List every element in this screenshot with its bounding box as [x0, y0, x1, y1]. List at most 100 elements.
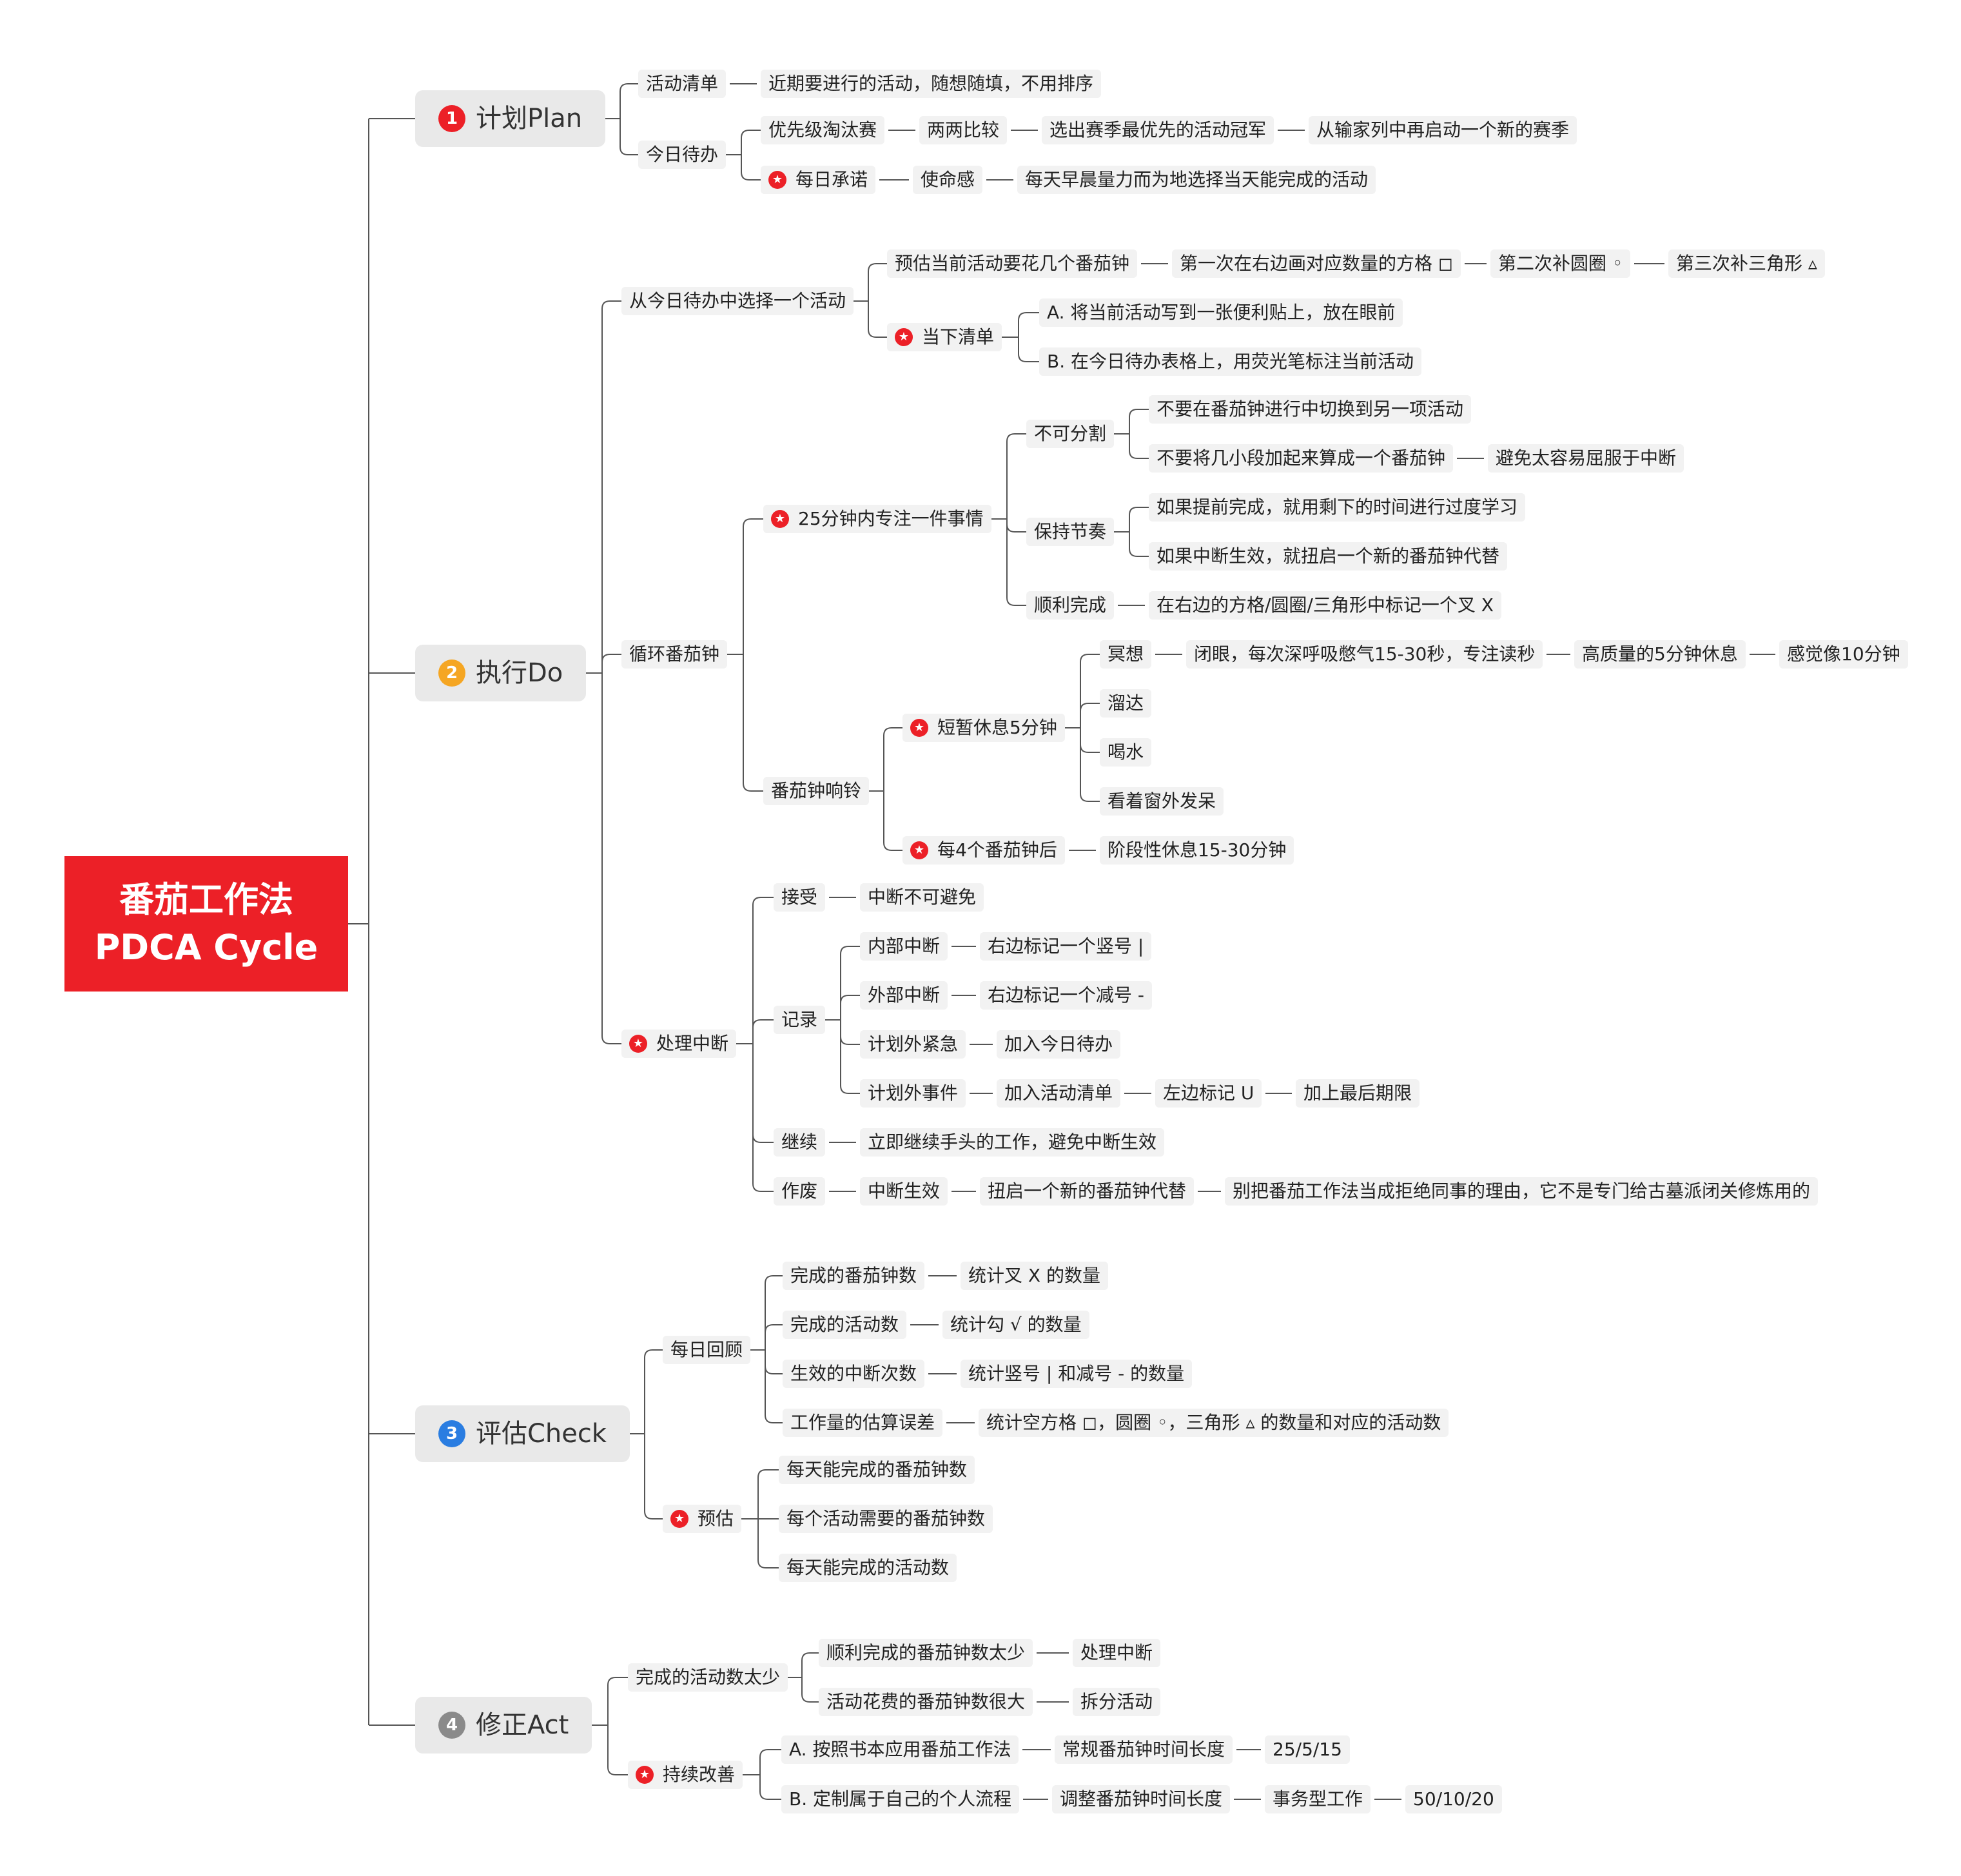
topic-too-few[interactable]: 完成的活动数太少 [628, 1663, 788, 1692]
topic-alarm[interactable]: 番茄钟响铃 [763, 777, 870, 805]
branch-act-label: 修正Act [476, 1710, 569, 1740]
topic-select-champion[interactable]: 选出赛季最优先的活动冠军 [1042, 116, 1274, 144]
branch-plan-label: 计划Plan [476, 104, 583, 133]
connector-line [752, 1019, 774, 1044]
topic-too-many[interactable]: 活动花费的番茄钟数很大 [819, 1688, 1033, 1716]
topic-handle-interrupt[interactable]: ★处理中断 [621, 1030, 737, 1058]
topic-continue[interactable]: 继续 [774, 1128, 826, 1157]
branch-plan[interactable]: 1 计划Plan [415, 90, 606, 147]
topic-daily-activities[interactable]: 每天能完成的活动数 [779, 1554, 957, 1582]
topic-custom[interactable]: B. 定制属于自己的个人流程 [781, 1785, 1020, 1813]
topic-add-todo[interactable]: 加入今日待办 [997, 1030, 1121, 1059]
topic-pomodoro-loop[interactable]: 循环番茄钟 [621, 640, 728, 669]
topic-daily-commitment[interactable]: ★每日承诺 [761, 166, 876, 194]
branch-do[interactable]: 2 执行Do [415, 645, 587, 701]
topic-meditate[interactable]: 冥想 [1100, 640, 1152, 669]
topic-void[interactable]: 作废 [774, 1177, 826, 1206]
topic-activity-list[interactable]: 活动清单 [638, 70, 727, 98]
topic-accept[interactable]: 接受 [774, 883, 826, 912]
topic-short-break[interactable]: ★短暂休息5分钟 [902, 714, 1065, 742]
connector-line [765, 1350, 783, 1374]
topic-new-season[interactable]: 从输家列中再启动一个新的赛季 [1309, 116, 1577, 144]
topic-morning-choose[interactable]: 每天早晨量力而为地选择当天能完成的活动 [1017, 166, 1376, 194]
topic-avoid-yield[interactable]: 避免太容易屈服于中断 [1488, 444, 1684, 473]
topic-no-sum[interactable]: 不要将几小段加起来算成一个番茄钟 [1149, 444, 1454, 473]
topic-activity-pomodoros[interactable]: 每个活动需要的番茄钟数 [779, 1505, 993, 1533]
topic-effective-interrupts[interactable]: 生效的中断次数 [783, 1360, 925, 1388]
topic-activity-list-note[interactable]: 近期要进行的活动，随想随填，不用排序 [761, 70, 1102, 98]
topic-inevitable[interactable]: 中断不可避免 [860, 883, 984, 912]
topic-current-list[interactable]: ★当下清单 [887, 323, 1002, 351]
topic-overlearning[interactable]: 如果提前完成，就用剩下的时间进行过度学习 [1149, 493, 1526, 522]
connector-line [765, 1275, 783, 1350]
topic-quality-break[interactable]: 高质量的5分钟休息 [1574, 640, 1746, 669]
topic-split[interactable]: 拆分活动 [1073, 1688, 1161, 1716]
topic-deadline[interactable]: 加上最后期限 [1296, 1079, 1420, 1108]
branch-act[interactable]: 4 修正Act [415, 1697, 592, 1754]
topic-daily-review[interactable]: 每日回顾 [663, 1336, 751, 1364]
topic-count-marks[interactable]: 统计竖号 | 和减号 - 的数量 [961, 1360, 1193, 1388]
topic-unplanned-event[interactable]: 计划外事件 [860, 1079, 966, 1108]
topic-few-complete[interactable]: 顺利完成的番茄钟数太少 [819, 1639, 1033, 1667]
topic-transactional[interactable]: 事务型工作 [1265, 1785, 1371, 1813]
topic-count-x[interactable]: 统计叉 X 的数量 [961, 1262, 1108, 1290]
topic-drink[interactable]: 喝水 [1100, 738, 1152, 767]
topic-focus-25[interactable]: ★25分钟内专注一件事情 [763, 505, 991, 533]
topic-focus-25-label: 25分钟内专注一件事情 [798, 508, 984, 529]
topic-50-10-20[interactable]: 50/10/20 [1405, 1785, 1502, 1813]
topic-keep-rhythm[interactable]: 保持节奏 [1026, 518, 1115, 546]
topic-25-5-15[interactable]: 25/5/15 [1265, 1735, 1350, 1764]
connector-line [620, 83, 638, 119]
topic-count-check[interactable]: 统计勾 √ 的数量 [942, 1311, 1089, 1339]
topic-restart-pomodoro[interactable]: 扭启一个新的番茄钟代替 [980, 1177, 1195, 1206]
topic-long-break[interactable]: 阶段性休息15-30分钟 [1100, 836, 1294, 865]
branch-check[interactable]: 3 评估Check [415, 1405, 630, 1462]
topic-mark-minus[interactable]: 右边标记一个减号 - [980, 981, 1153, 1010]
topic-done-pomodoros[interactable]: 完成的番茄钟数 [783, 1262, 925, 1290]
topic-after-4[interactable]: ★每4个番茄钟后 [902, 836, 1065, 865]
topic-interrupt-effective[interactable]: 中断生效 [860, 1177, 948, 1206]
topic-mission[interactable]: 使命感 [913, 166, 983, 194]
topic-daily-pomodoros[interactable]: 每天能完成的番茄钟数 [779, 1456, 975, 1484]
topic-draw-squares[interactable]: 第一次在右边画对应数量的方格 ◻ [1172, 249, 1461, 278]
topic-done-activities[interactable]: 完成的活动数 [783, 1311, 907, 1339]
topic-no-switch[interactable]: 不要在番茄钟进行中切换到另一项活动 [1149, 395, 1472, 424]
topic-pairwise[interactable]: 两两比较 [919, 116, 1008, 144]
topic-add-triangles[interactable]: 第三次补三角形 ▵ [1668, 249, 1825, 278]
topic-feels-10[interactable]: 感觉像10分钟 [1779, 640, 1908, 669]
topic-external[interactable]: 外部中断 [860, 981, 948, 1010]
topic-sticky-note[interactable]: A. 将当前活动写到一张便利贴上，放在眼前 [1039, 298, 1403, 327]
topic-regular-length[interactable]: 常规番茄钟时间长度 [1055, 1735, 1233, 1764]
topic-estimate-error[interactable]: 工作量的估算误差 [783, 1409, 943, 1437]
topic-mark-bar[interactable]: 右边标记一个竖号 | [980, 932, 1152, 961]
topic-internal[interactable]: 内部中断 [860, 932, 948, 961]
topic-look-window[interactable]: 看着窗外发呆 [1100, 787, 1224, 816]
topic-restart[interactable]: 如果中断生效，就扭启一个新的番茄钟代替 [1149, 542, 1508, 571]
topic-priority-knockout[interactable]: 优先级淘汰赛 [761, 116, 885, 144]
topic-estimate[interactable]: 预估当前活动要花几个番茄钟 [887, 249, 1138, 278]
topic-add-list[interactable]: 加入活动清单 [997, 1079, 1121, 1108]
topic-record[interactable]: 记录 [774, 1006, 826, 1034]
topic-today-todo[interactable]: 今日待办 [638, 141, 727, 169]
topic-breathing[interactable]: 闭眼，每次深呼吸憋气15-30秒，专注读秒 [1186, 640, 1543, 669]
topic-urgent[interactable]: 计划外紧急 [860, 1030, 966, 1059]
topic-add-circles[interactable]: 第二次补圆圈 ◦ [1490, 249, 1631, 278]
topic-mark-u[interactable]: 左边标记 U [1155, 1079, 1262, 1108]
root-topic[interactable]: 番茄工作法 PDCA Cycle [64, 856, 348, 992]
topic-adjust-length[interactable]: 调整番茄钟时间长度 [1052, 1785, 1231, 1813]
topic-by-book[interactable]: A. 按照书本应用番茄工作法 [781, 1735, 1019, 1764]
topic-walk[interactable]: 溜达 [1100, 689, 1152, 718]
topic-complete[interactable]: 顺利完成 [1026, 591, 1115, 620]
topic-indivisible[interactable]: 不可分割 [1026, 420, 1115, 448]
topic-not-excuse[interactable]: 别把番茄工作法当成拒绝同事的理由，它不是专门给古墓派闭关修炼用的 [1225, 1177, 1819, 1206]
star-icon: ★ [670, 1510, 688, 1528]
topic-select-activity[interactable]: 从今日待办中选择一个活动 [621, 287, 854, 315]
topic-mark-x[interactable]: 在右边的方格/圆圈/三角形中标记一个叉 X [1149, 591, 1501, 620]
topic-improve[interactable]: ★持续改善 [628, 1761, 743, 1789]
topic-handle-interrupt-fix[interactable]: 处理中断 [1073, 1639, 1161, 1667]
topic-count-shapes[interactable]: 统计空方格 ◻，圆圈 ◦，三角形 ▵ 的数量和对应的活动数 [979, 1409, 1449, 1437]
connector-line [883, 727, 902, 791]
topic-highlight[interactable]: B. 在今日待办表格上，用荧光笔标注当前活动 [1039, 347, 1422, 376]
topic-continue-work[interactable]: 立即继续手头的工作，避免中断生效 [860, 1128, 1165, 1157]
topic-forecast[interactable]: ★预估 [663, 1505, 742, 1533]
